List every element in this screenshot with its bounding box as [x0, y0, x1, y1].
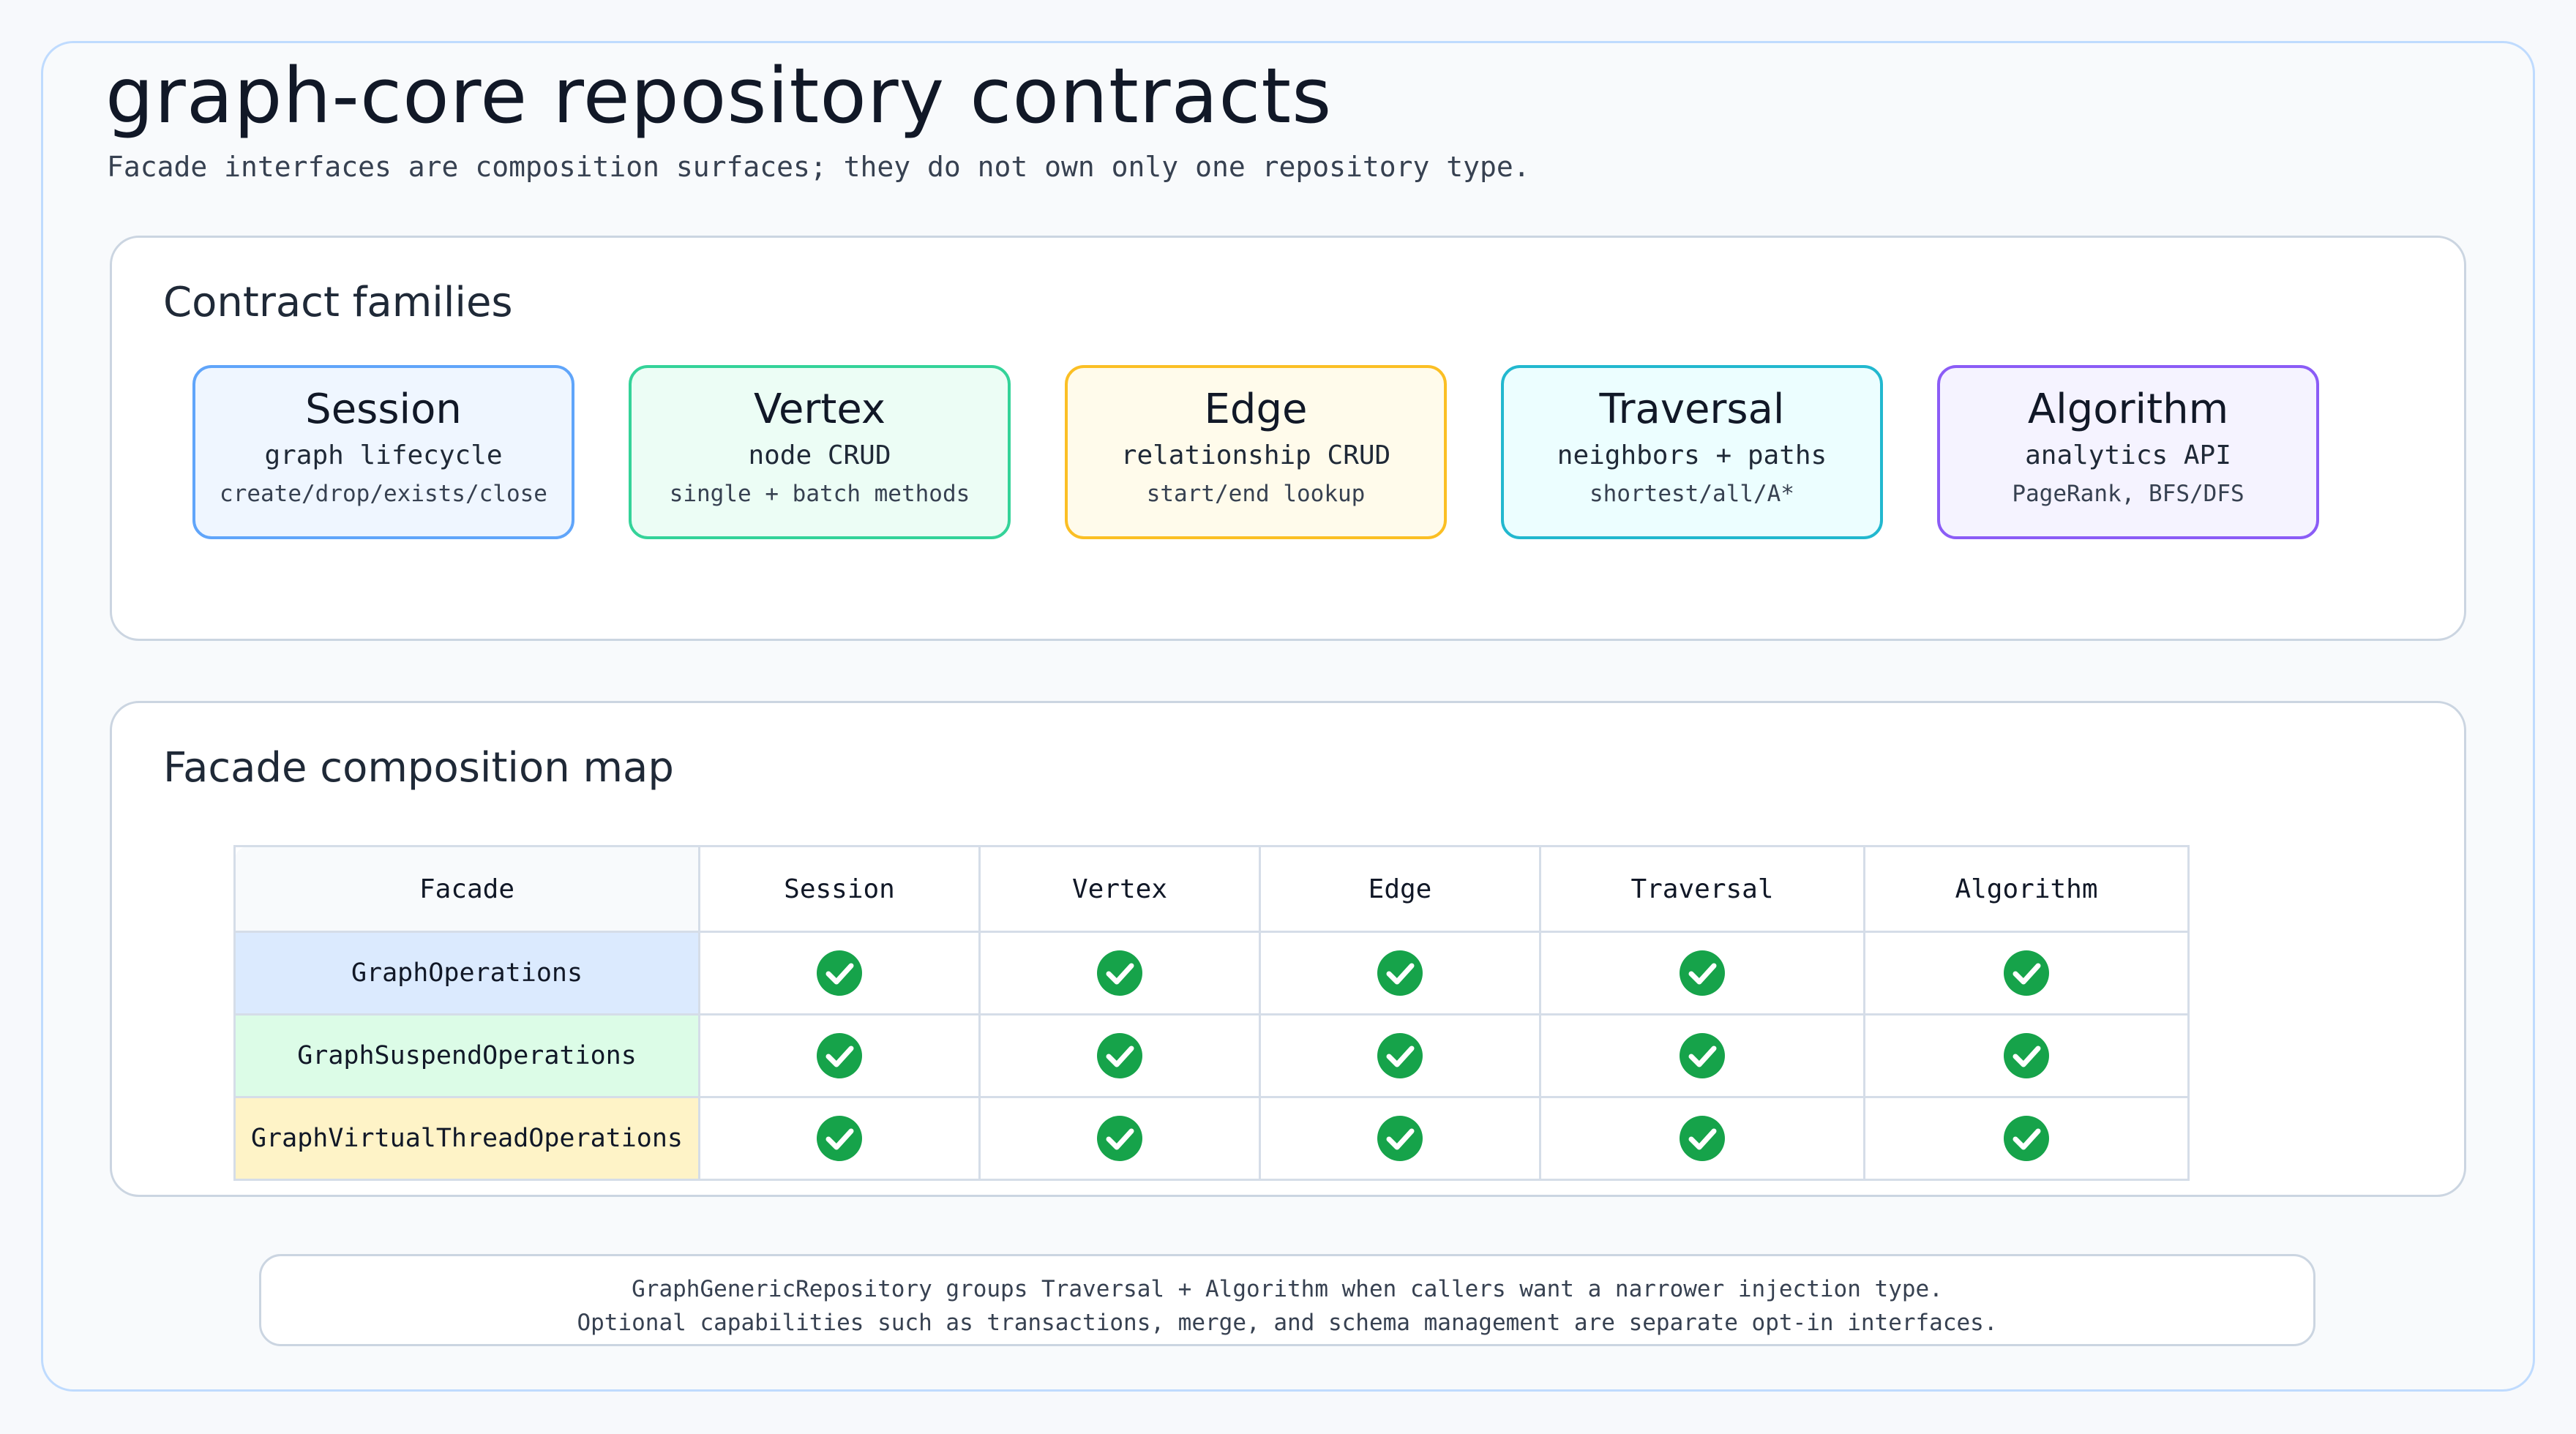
check-circle-icon — [1097, 1116, 1142, 1161]
check-circle-icon — [817, 1116, 862, 1161]
card-detail: PageRank, BFS/DFS — [2012, 481, 2244, 507]
card-title: Vertex — [753, 386, 886, 433]
contract-families-heading: Contract families — [163, 279, 513, 326]
card-detail: start/end lookup — [1146, 481, 1366, 507]
column-header-algorithm: Algorithm — [1863, 845, 2190, 933]
column-header-session: Session — [698, 845, 981, 933]
check-circle-icon — [817, 950, 862, 996]
facade-composition-heading: Facade composition map — [163, 744, 674, 792]
check-circle-icon — [817, 1033, 862, 1078]
card-subtitle: relationship CRUD — [1120, 440, 1391, 470]
page-title: graph-core repository contracts — [105, 51, 1333, 140]
capability-cell — [978, 1096, 1261, 1181]
capability-cell — [1259, 1096, 1541, 1181]
card-subtitle: analytics API — [2025, 440, 2231, 470]
check-circle-icon — [1377, 1116, 1423, 1161]
capability-cell — [978, 1013, 1261, 1098]
column-header-traversal: Traversal — [1539, 845, 1865, 933]
card-subtitle: graph lifecycle — [264, 440, 503, 470]
footnote-line-2: Optional capabilities such as transactio… — [577, 1310, 1998, 1336]
card-title: Edge — [1204, 386, 1308, 433]
contract-card-session: Session graph lifecycle create/drop/exists… — [192, 365, 574, 539]
card-detail: single + batch methods — [669, 481, 970, 507]
capability-cell — [698, 931, 981, 1016]
capability-cell — [698, 1096, 981, 1181]
facade-name: GraphSuspendOperations — [233, 1013, 700, 1098]
capability-cell — [1863, 931, 2190, 1016]
footnote: GraphGenericRepository groups Traversal … — [259, 1254, 2315, 1346]
capability-cell — [978, 931, 1261, 1016]
table-row: GraphVirtualThreadOperations — [233, 1096, 2190, 1181]
contract-card-traversal: Traversal neighbors + paths shortest/all/A… — [1501, 365, 1883, 539]
contract-card-algorithm: Algorithm analytics API PageRank, BFS/DFS — [1937, 365, 2319, 539]
capability-cell — [1259, 1013, 1541, 1098]
capability-cell — [1539, 931, 1865, 1016]
card-title: Traversal — [1599, 386, 1785, 433]
capability-cell — [1863, 1096, 2190, 1181]
card-subtitle: node CRUD — [748, 440, 891, 470]
card-subtitle: neighbors + paths — [1557, 440, 1827, 470]
capability-cell — [1539, 1096, 1865, 1181]
column-header-edge: Edge — [1259, 845, 1541, 933]
check-circle-icon — [2004, 1116, 2049, 1161]
check-circle-icon — [1680, 950, 1725, 996]
check-circle-icon — [1377, 1033, 1423, 1078]
card-title: Algorithm — [2027, 386, 2229, 433]
footnote-line-1: GraphGenericRepository groups Traversal … — [632, 1276, 1943, 1302]
page-subtitle: Facade interfaces are composition surfac… — [107, 151, 1530, 183]
table-row: GraphOperations — [233, 931, 2190, 1016]
facade-name: GraphVirtualThreadOperations — [233, 1096, 700, 1181]
card-detail: create/drop/exists/close — [220, 481, 547, 507]
facade-column-header: Facade — [233, 845, 700, 933]
column-header-vertex: Vertex — [978, 845, 1261, 933]
capability-cell — [1539, 1013, 1865, 1098]
check-circle-icon — [1680, 1033, 1725, 1078]
check-circle-icon — [2004, 1033, 2049, 1078]
card-detail: shortest/all/A* — [1590, 481, 1794, 507]
check-circle-icon — [1377, 950, 1423, 996]
contract-card-vertex: Vertex node CRUD single + batch methods — [629, 365, 1011, 539]
capability-cell — [1259, 931, 1541, 1016]
check-circle-icon — [1097, 1033, 1142, 1078]
check-circle-icon — [1680, 1116, 1725, 1161]
capability-cell — [698, 1013, 981, 1098]
check-circle-icon — [2004, 950, 2049, 996]
contract-families-panel: Contract families Session graph lifecycle… — [110, 236, 2466, 641]
check-circle-icon — [1097, 950, 1142, 996]
card-title: Session — [305, 386, 462, 433]
capability-cell — [1863, 1013, 2190, 1098]
table-row: GraphSuspendOperations — [233, 1013, 2190, 1098]
contract-card-edge: Edge relationship CRUD start/end lookup — [1065, 365, 1447, 539]
facade-name: GraphOperations — [233, 931, 700, 1016]
